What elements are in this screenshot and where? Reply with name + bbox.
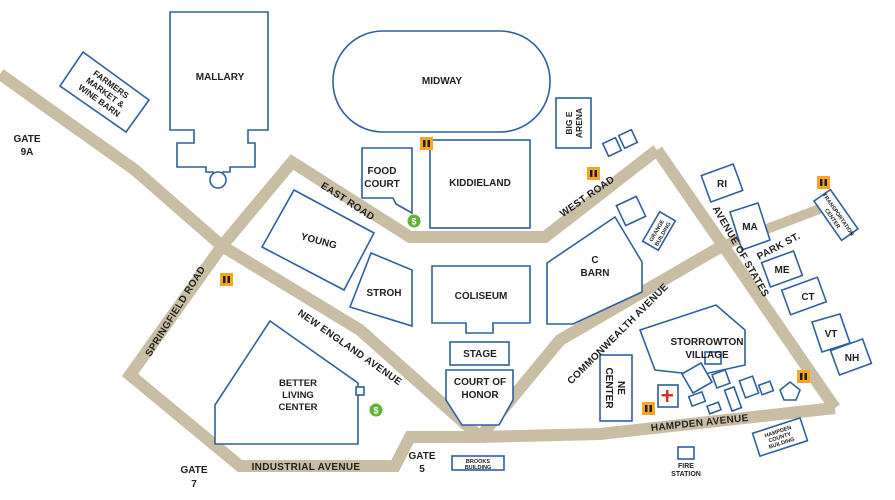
grange-building[interactable] — [641, 210, 677, 252]
fire-station-building[interactable] — [677, 446, 695, 460]
state-building-me[interactable] — [760, 249, 804, 289]
court-of-honor-label-line1: COURT OF — [454, 377, 506, 388]
svg-text:ARENA: ARENA — [574, 108, 584, 138]
brooks-label-line2: BUILDING — [465, 465, 492, 471]
young-building[interactable] — [260, 188, 376, 292]
svg-text:BIG E: BIG E — [564, 111, 574, 134]
big-e-arena-label: BIG E ARENA — [564, 108, 584, 138]
road-label-springfield: SPRINGFIELD ROAD — [144, 265, 209, 359]
better-living-label-line2: LIVING — [282, 390, 314, 401]
c-barn-building[interactable] — [546, 215, 643, 325]
brooks-label-line1: BROOKS — [466, 459, 490, 465]
avenue-of-states-path — [652, 146, 840, 412]
atm-icon[interactable]: $ — [407, 214, 421, 228]
brooks-building[interactable] — [451, 455, 505, 471]
coliseum-label: COLISEUM — [455, 291, 508, 302]
nh-label: NH — [845, 353, 859, 364]
hampden-avenue-path — [479, 402, 836, 443]
svg-text:CENTER: CENTER — [603, 367, 614, 409]
midway-area[interactable] — [332, 30, 551, 133]
mallary-label: MALLARY — [196, 72, 245, 83]
restroom-icon[interactable] — [797, 370, 810, 383]
springfield-road-path — [121, 242, 480, 472]
gate-5-number: 5 — [419, 464, 425, 475]
small-building — [617, 128, 639, 150]
transportation-center-building[interactable] — [812, 188, 860, 242]
coliseum-building[interactable] — [431, 265, 531, 334]
state-building-ri[interactable] — [700, 163, 744, 203]
fire-station-label-line2: STATION — [671, 471, 701, 478]
kiddieland-area[interactable] — [429, 139, 531, 229]
ri-label: RI — [717, 179, 727, 190]
me-label: ME — [775, 265, 790, 276]
svg-text:$: $ — [373, 406, 378, 416]
svg-text:NE: NE — [615, 381, 626, 395]
small-building — [615, 195, 647, 227]
storrowton-label-line1: STORROWTON — [671, 337, 744, 348]
c-barn-label-line2: BARN — [581, 268, 610, 279]
ne-center-building[interactable] — [599, 354, 633, 422]
kiddieland-label: KIDDIELAND — [449, 178, 511, 189]
restroom-icon[interactable] — [420, 137, 433, 150]
gate-5-label: GATE — [408, 451, 435, 462]
atm-icon[interactable]: $ — [369, 403, 383, 417]
stage-building[interactable] — [449, 341, 510, 366]
road-label-industrial: INDUSTRIAL AVENUE — [252, 462, 361, 473]
road-label-hampden: HAMPDEN AVENUE — [650, 413, 749, 434]
restroom-icon[interactable] — [587, 167, 600, 180]
court-of-honor-label-line2: HONOR — [461, 390, 499, 401]
ne-center-label: NE CENTER — [603, 367, 626, 409]
restroom-icon[interactable] — [817, 176, 830, 189]
better-living-label-line1: BETTER — [279, 378, 317, 389]
ma-label: MA — [742, 222, 758, 233]
small-building — [601, 136, 623, 158]
mallary-building[interactable] — [169, 11, 269, 189]
c-barn-label-line1: C — [591, 255, 598, 266]
ct-label: CT — [801, 292, 814, 303]
first-aid-icon[interactable] — [661, 390, 674, 402]
east-road — [217, 145, 661, 250]
hampden-county-building[interactable] — [751, 416, 809, 458]
stroh-building[interactable] — [348, 251, 413, 328]
gate-9a-label: GATE — [13, 134, 40, 145]
farmers-market-building[interactable] — [58, 50, 151, 134]
svg-text:$: $ — [411, 217, 416, 227]
gate-7-label: GATE — [180, 465, 207, 476]
food-court-label-line2: COURT — [364, 179, 400, 190]
state-building-ma[interactable] — [728, 201, 772, 252]
restroom-icon[interactable] — [220, 273, 233, 286]
fire-station-label-line1: FIRE — [678, 463, 694, 470]
vt-label: VT — [825, 329, 838, 340]
gate-7-number: 7 — [191, 479, 197, 490]
state-building-ct[interactable] — [780, 276, 828, 316]
food-court-label-line1: FOOD — [368, 166, 397, 177]
restroom-icon[interactable] — [642, 402, 655, 415]
state-building-nh[interactable] — [829, 337, 873, 377]
gate-9a-number: 9A — [21, 147, 34, 158]
road-label-west: WEST ROAD — [558, 174, 617, 220]
better-living-center-building[interactable] — [214, 319, 359, 445]
stage-label: STAGE — [463, 349, 497, 360]
midway-label: MIDWAY — [422, 76, 463, 87]
storrowton-label-line2: VILLAGE — [685, 350, 729, 361]
food-court-building[interactable] — [361, 147, 413, 215]
better-living-label-line3: CENTER — [278, 402, 317, 413]
small-building — [355, 386, 365, 396]
court-of-honor-area[interactable] — [445, 369, 514, 426]
big-e-arena-building[interactable] — [555, 97, 592, 149]
stroh-label: STROH — [367, 288, 402, 299]
storrowton-village-buildings[interactable] — [638, 304, 801, 415]
